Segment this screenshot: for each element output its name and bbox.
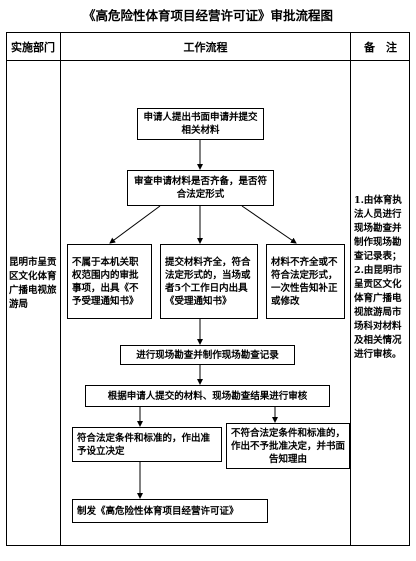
column-divider xyxy=(60,32,61,546)
flow-result-approve: 符合法定条件和标准的，作出准予设立决定 xyxy=(72,427,222,462)
flow-step-apply: 申请人提出书面申请并提交相关材料 xyxy=(137,108,264,140)
department-name: 昆明市呈贡区文化体育广播电视旅游局 xyxy=(9,257,57,310)
flow-branch-accepted: 提交材料齐全，符合法定形式的，当场或者5个工作日内出具《受理通知书》 xyxy=(160,244,258,319)
flow-branch-correction: 材料不齐全或不符合法定形式，一次性告知补正或修改 xyxy=(266,244,345,319)
page-title: 《高危险性体育项目经营许可证》审批流程图 xyxy=(82,8,333,23)
notes-text: 1.由体育执法人员进行现场勘查并制作现场勘查记录表；2.由昆明市呈贡区文化体育广… xyxy=(354,195,402,360)
flow-branch-not-accepted: 不属于本机关职权范围内的审批事项，出具《不予受理通知书》 xyxy=(67,244,152,319)
header-divider xyxy=(6,60,410,61)
flow-step-issue-license: 制发《高危险性体育项目经营许可证》 xyxy=(72,499,268,523)
flow-table xyxy=(6,32,410,546)
arrow-right-branch xyxy=(241,205,297,244)
header-workflow: 工作流程 xyxy=(183,40,228,54)
flow-step-audit: 根据申请人提交的材料、现场勘查结果进行审核 xyxy=(85,385,330,407)
column-divider xyxy=(350,32,351,546)
flow-step-review: 审查申请材料是否齐备，是否符合法定形式 xyxy=(127,170,274,206)
flow-result-reject: 不符合法定条件和标准的，作出不予批准决定，并书面告知理由 xyxy=(226,423,350,469)
arrow-left-branch xyxy=(109,205,161,244)
flow-step-inspection: 进行现场勘查并制作现场勘查记录 xyxy=(120,345,295,365)
header-notes: 备 注 xyxy=(364,40,397,54)
header-department: 实施部门 xyxy=(11,40,55,54)
